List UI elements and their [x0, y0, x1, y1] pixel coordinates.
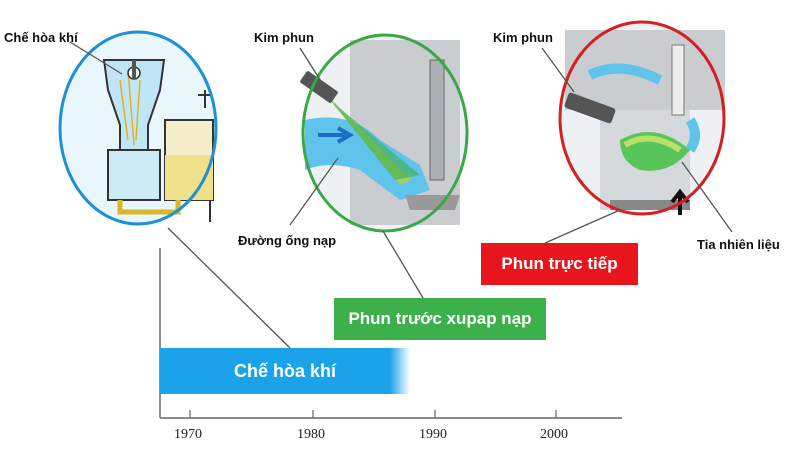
timeline-bar-carburetor-label: Chế hòa khí: [233, 360, 336, 381]
direct-injector-callout-line: [541, 47, 575, 93]
direct-timeline-connector: [544, 209, 621, 244]
carburetor-illustration: [60, 32, 216, 224]
port-injector-callout-line: [299, 47, 325, 87]
port-injection-ring: [301, 33, 469, 233]
timeline-tick-1970: 1970: [174, 427, 202, 442]
intake-manifold-label: Đường ống nạp: [238, 233, 337, 248]
fuel-spray-callout-line: [681, 161, 733, 233]
direct-injection-illustration: [560, 22, 725, 215]
timeline-tick-1990: 1990: [419, 427, 447, 442]
direct-injection-ring: [558, 20, 726, 216]
intake-manifold-callout-line: [289, 157, 339, 226]
timeline-tick-marks: [189, 410, 557, 418]
port-injector-label: Kim phun: [254, 30, 314, 45]
timeline-tick-2000: 2000: [540, 427, 568, 442]
timeline-bar-port-injection: Phun trước xupap nạp: [334, 298, 546, 340]
carburetor-timeline-connector: [167, 227, 291, 349]
timeline-bar-port-injection-label: Phun trước xupap nạp: [348, 309, 532, 328]
port-timeline-connector: [382, 230, 424, 299]
carburetor-ring: [58, 30, 218, 226]
carburetor-callout-label: Chế hòa khí: [4, 30, 78, 45]
timeline-bar-direct-injection-label: Phun trực tiếp: [501, 254, 618, 273]
carburetor-callout-line: [69, 41, 123, 75]
fuel-spray-label: Tia nhiên liệu: [697, 237, 780, 252]
timeline-tick-1980: 1980: [297, 427, 325, 442]
timeline-bar-direct-injection: Phun trực tiếp: [481, 243, 638, 285]
timeline-bar-carburetor: Chế hòa khí: [160, 348, 410, 394]
direct-injector-label: Kim phun: [493, 30, 553, 45]
port-injection-illustration: [300, 35, 467, 231]
